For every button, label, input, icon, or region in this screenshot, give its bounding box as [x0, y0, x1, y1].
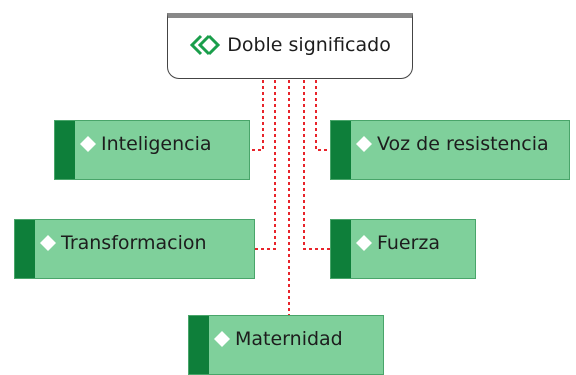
- diamond-icon: [214, 331, 230, 347]
- node-stripe: [55, 121, 75, 179]
- node-label: Maternidad: [235, 328, 343, 350]
- diamond-icon: [356, 136, 372, 152]
- double-chevron-left-icon: [190, 34, 221, 56]
- diamond-icon: [40, 235, 56, 251]
- node-label: Inteligencia: [101, 133, 212, 155]
- node-label: Voz de resistencia: [377, 133, 549, 155]
- node-transformacion[interactable]: Transformacion: [14, 219, 255, 279]
- diamond-icon: [80, 136, 96, 152]
- node-stripe: [331, 121, 351, 179]
- connector-inteligencia: [250, 80, 264, 151]
- node-stripe: [189, 316, 209, 374]
- node-maternidad[interactable]: Maternidad: [188, 315, 384, 375]
- node-voz-de-resistencia[interactable]: Voz de resistencia: [330, 120, 570, 180]
- connector-transformacion: [255, 80, 276, 250]
- root-node[interactable]: Doble significado: [167, 13, 413, 79]
- connector-fuerza: [303, 80, 330, 250]
- node-inteligencia[interactable]: Inteligencia: [54, 120, 250, 180]
- diamond-icon: [356, 235, 372, 251]
- node-stripe: [331, 220, 351, 278]
- connector-voz: [315, 80, 330, 151]
- node-stripe: [15, 220, 35, 278]
- root-node-label: Doble significado: [227, 34, 391, 56]
- node-fuerza[interactable]: Fuerza: [330, 219, 476, 279]
- node-label: Transformacion: [61, 232, 207, 254]
- node-label: Fuerza: [377, 232, 441, 254]
- connector-lines: [250, 80, 330, 315]
